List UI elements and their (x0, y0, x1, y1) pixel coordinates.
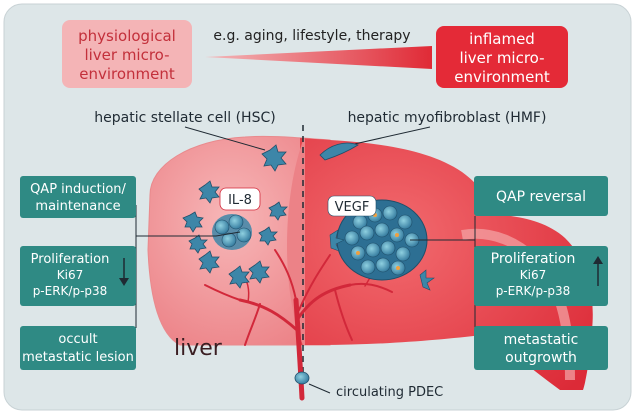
right-qap-box (474, 176, 608, 216)
physiological-line-1: physiological (78, 27, 176, 45)
pdec-leader-line (308, 383, 331, 394)
vegf-label: VEGF (335, 200, 370, 215)
hsc-leader-line (184, 126, 266, 151)
left-proliferation-box (20, 246, 136, 306)
up-arrow-icon (593, 256, 603, 286)
hmf-label: hepatic myofibroblast (HMF) (348, 110, 547, 126)
il8-badge (219, 187, 261, 211)
right-outcome-line-1: metastatic (504, 332, 579, 348)
left-outcome-box (20, 326, 136, 370)
il8-label: IL-8 (228, 193, 252, 208)
inflamed-line-1: inflamed (469, 30, 535, 48)
circulating-pdec-cell (294, 371, 310, 385)
physiological-environment-box (62, 20, 192, 88)
metastatic-tumor-cluster (329, 199, 435, 291)
physiological-line-2: liver micro- (84, 46, 169, 64)
left-proliferation-ki67: Ki67 (57, 268, 83, 282)
vegf-badge (327, 195, 377, 217)
left-qap-line-1: QAP induction/ (30, 182, 126, 197)
drivers-text: e.g. aging, lifestyle, therapy (213, 28, 410, 44)
right-proliferation-title: Proliferation (491, 251, 576, 267)
hmf-cell (319, 142, 359, 161)
right-proliferation-erk: p-ERK/p-p38 (496, 284, 571, 298)
inflamed-line-3: environment (454, 68, 550, 86)
right-outcome-line-2: outgrowth (505, 350, 577, 366)
gradient-wedge (205, 46, 432, 69)
right-proliferation-ki67: Ki67 (520, 268, 546, 282)
right-qap-line-1: QAP reversal (496, 189, 586, 205)
down-arrow-icon (119, 258, 129, 286)
inflamed-line-2: liver micro- (459, 49, 544, 67)
hmf-leader-line (349, 126, 431, 146)
blood-vessel (204, 249, 393, 401)
hsc-label: hepatic stellate cell (HSC) (94, 110, 275, 126)
pdec-label: circulating PDEC (336, 385, 443, 400)
physiological-line-3: environment (79, 65, 175, 83)
inflamed-environment-box (436, 26, 568, 88)
hsc-cells-scattered (182, 144, 288, 289)
left-proliferation-erk: p-ERK/p-p38 (33, 284, 108, 298)
right-proliferation-box (474, 246, 608, 306)
left-outcome-line-2: metastatic lesion (22, 350, 134, 365)
liver-label: liver (174, 336, 223, 361)
left-qap-line-2: maintenance (35, 199, 120, 214)
hsc-occult-cluster (212, 214, 252, 250)
left-qap-box (20, 176, 136, 218)
left-outcome-line-1: occult (58, 332, 97, 347)
right-outcome-box (474, 326, 608, 370)
left-proliferation-title: Proliferation (31, 252, 110, 267)
